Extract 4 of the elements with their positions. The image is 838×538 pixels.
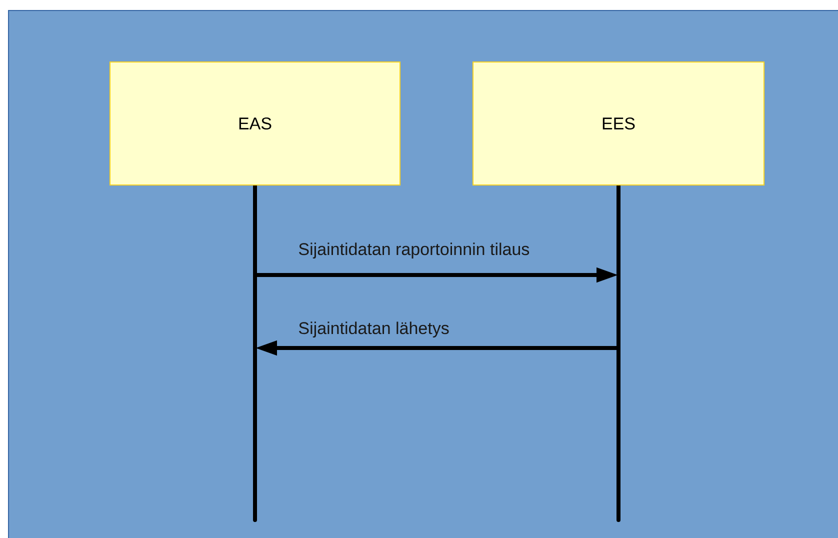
edge-label: Sijaintidatan raportoinnin tilaus — [298, 242, 530, 259]
edge-label: Sijaintidatan lähetys — [298, 322, 449, 338]
participant-box: EAS — [110, 62, 400, 186]
participant-box: EES — [472, 62, 764, 186]
